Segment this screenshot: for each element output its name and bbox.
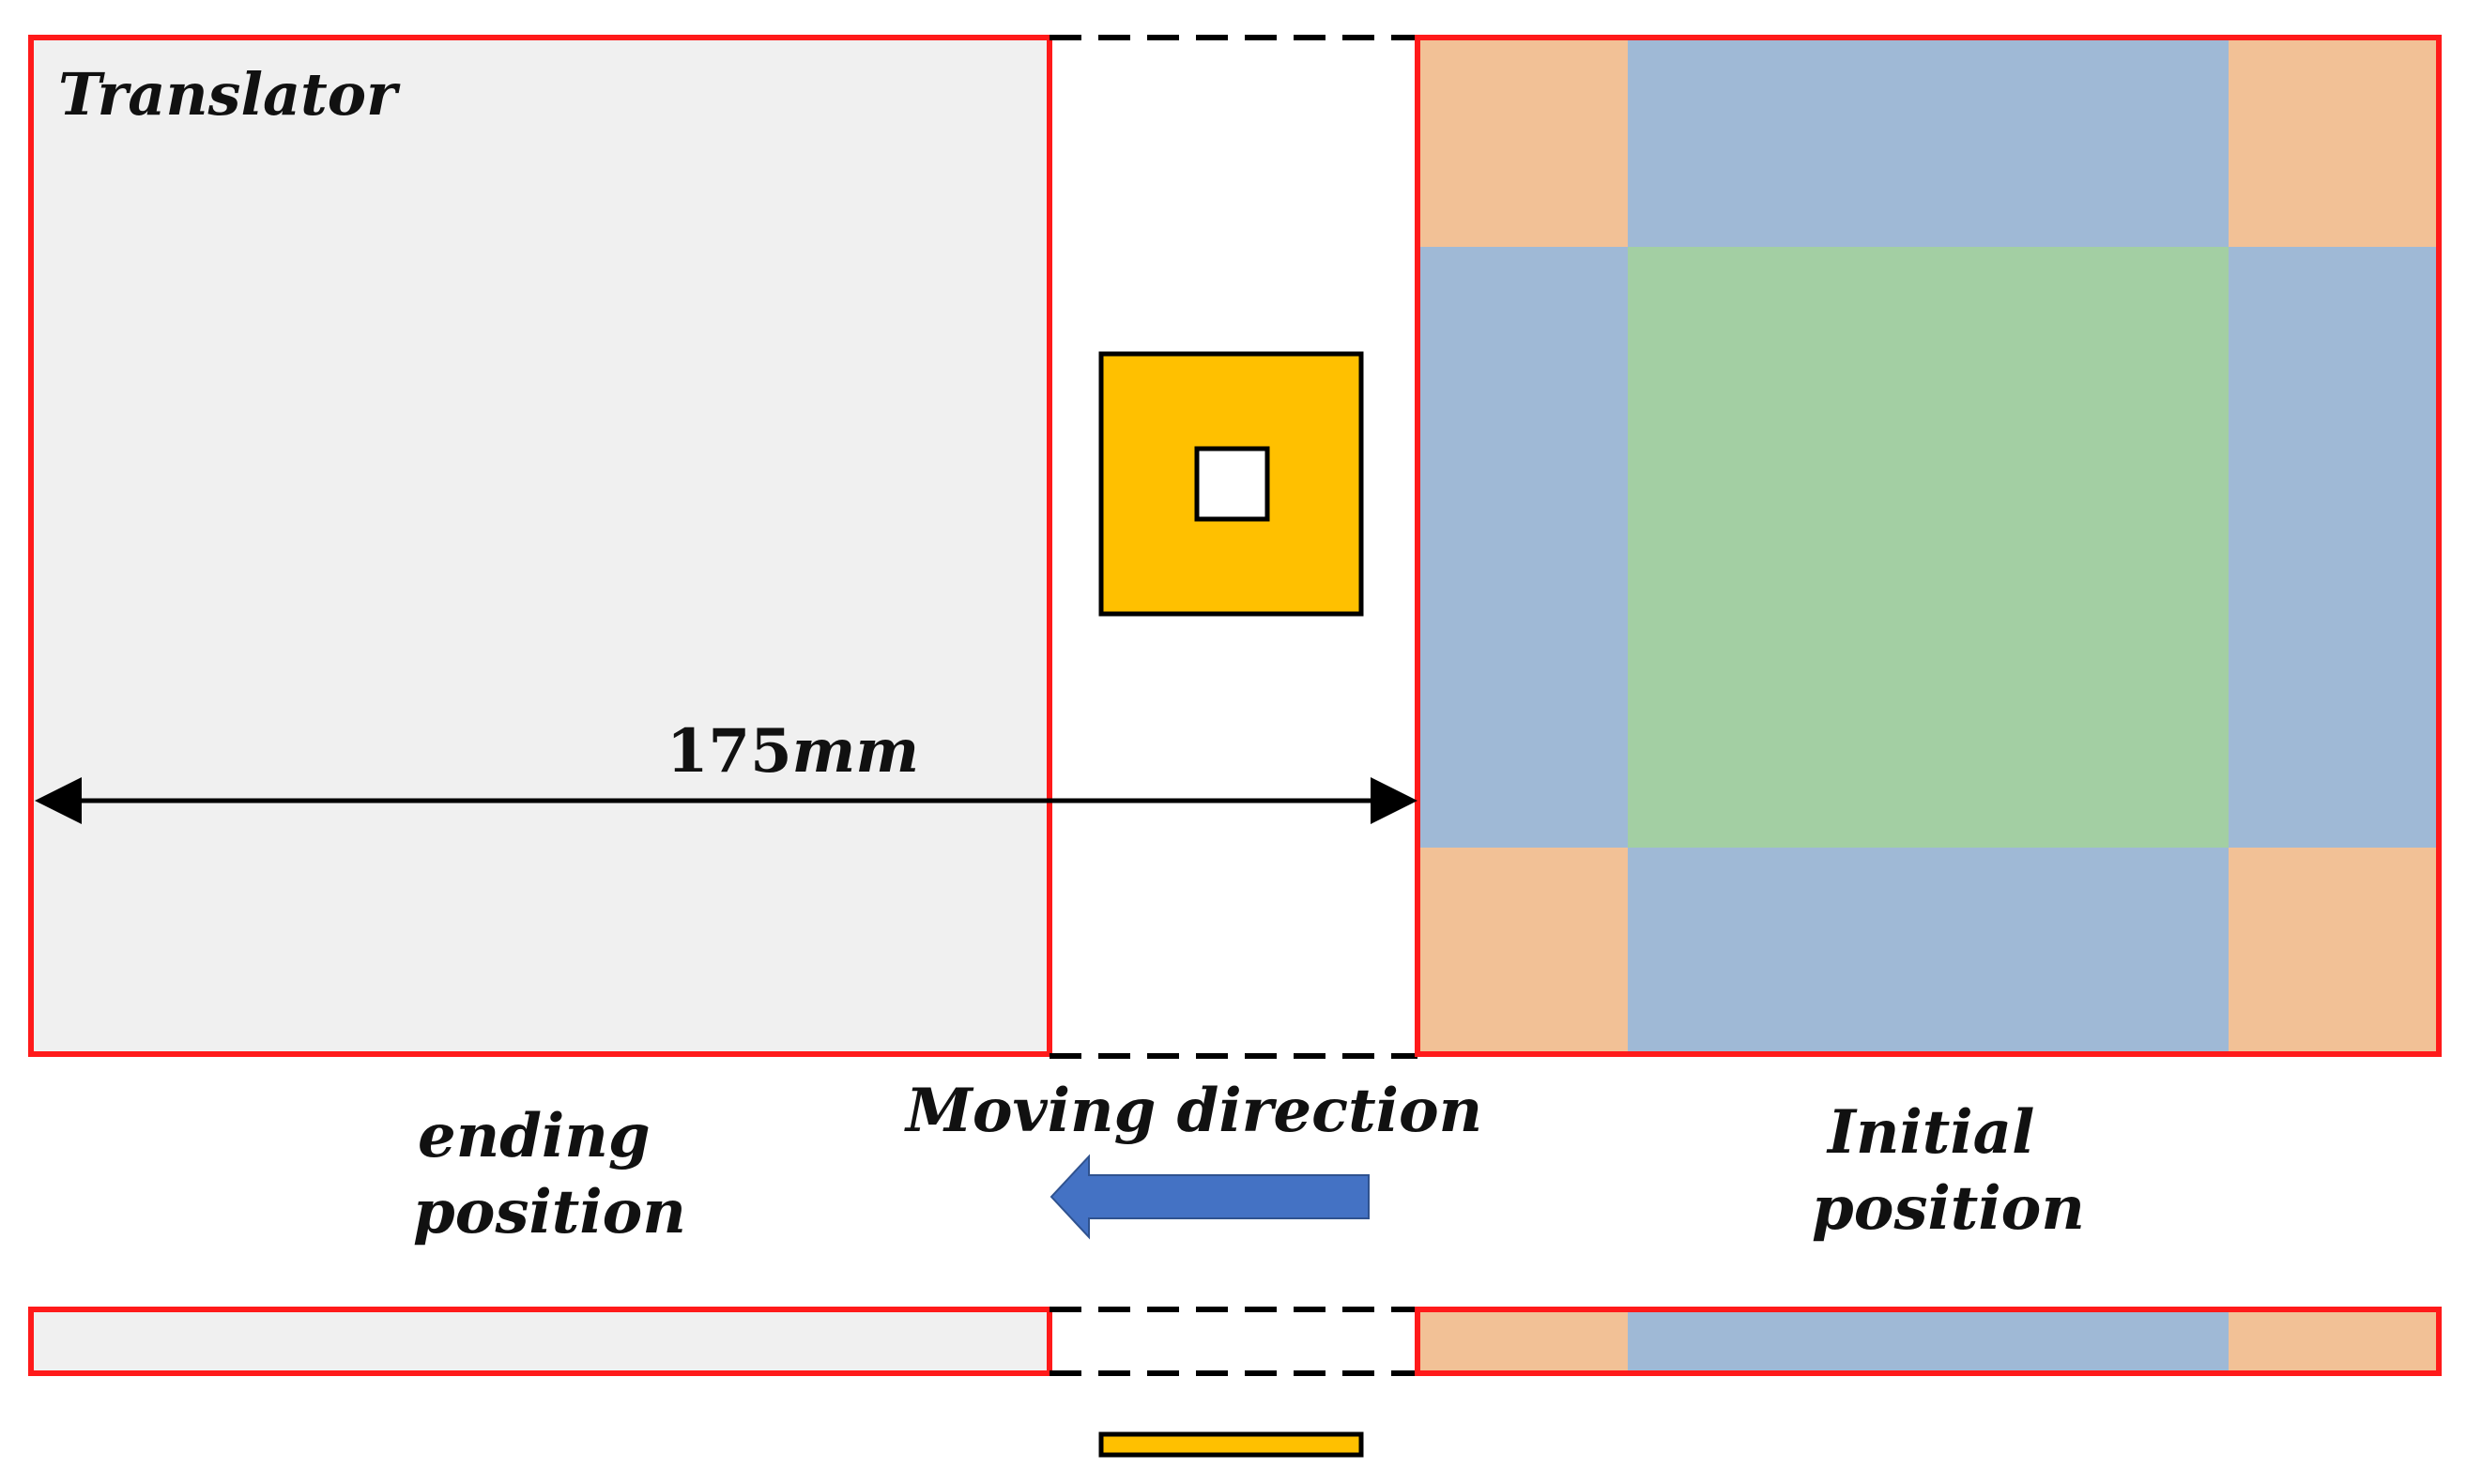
grid-corner-bottom-right [2229, 848, 2439, 1054]
grid-edge-right [2229, 247, 2439, 848]
ending-position-label-line1: ending [418, 1101, 651, 1171]
translator-end-box [28, 35, 1052, 1057]
side-edge-center [1628, 1309, 2229, 1373]
source-side [1098, 1431, 1364, 1458]
moving-direction-arrow [1050, 1154, 1370, 1240]
source-aperture [1194, 446, 1270, 522]
grid-edge-left [1417, 247, 1628, 848]
grid-center [1628, 247, 2229, 848]
side-corner-right [2229, 1309, 2439, 1373]
initial-position-outline [1415, 35, 2442, 1057]
moving-direction-label: Moving direction [904, 1076, 1482, 1146]
grid-corner-top-right [2229, 38, 2439, 247]
ending-position-label-line2: position [413, 1177, 686, 1247]
initial-position-grid [1415, 35, 2442, 1057]
grid-corner-top-left [1417, 38, 1628, 247]
initial-position-side [1415, 1307, 2442, 1376]
initial-position-label-line2: position [1812, 1173, 2085, 1244]
translator-label: Translator [58, 60, 401, 129]
initial-position-label-line1: Initial [1826, 1097, 2034, 1168]
grid-corner-bottom-left [1417, 848, 1628, 1054]
distance-label: 175mm [667, 716, 919, 787]
side-corner-left [1417, 1309, 1628, 1373]
grid-edge-top [1628, 38, 2229, 247]
translator-end-side [28, 1307, 1052, 1376]
grid-edge-bottom [1628, 848, 2229, 1054]
initial-position-side-outline [1415, 1307, 2442, 1376]
